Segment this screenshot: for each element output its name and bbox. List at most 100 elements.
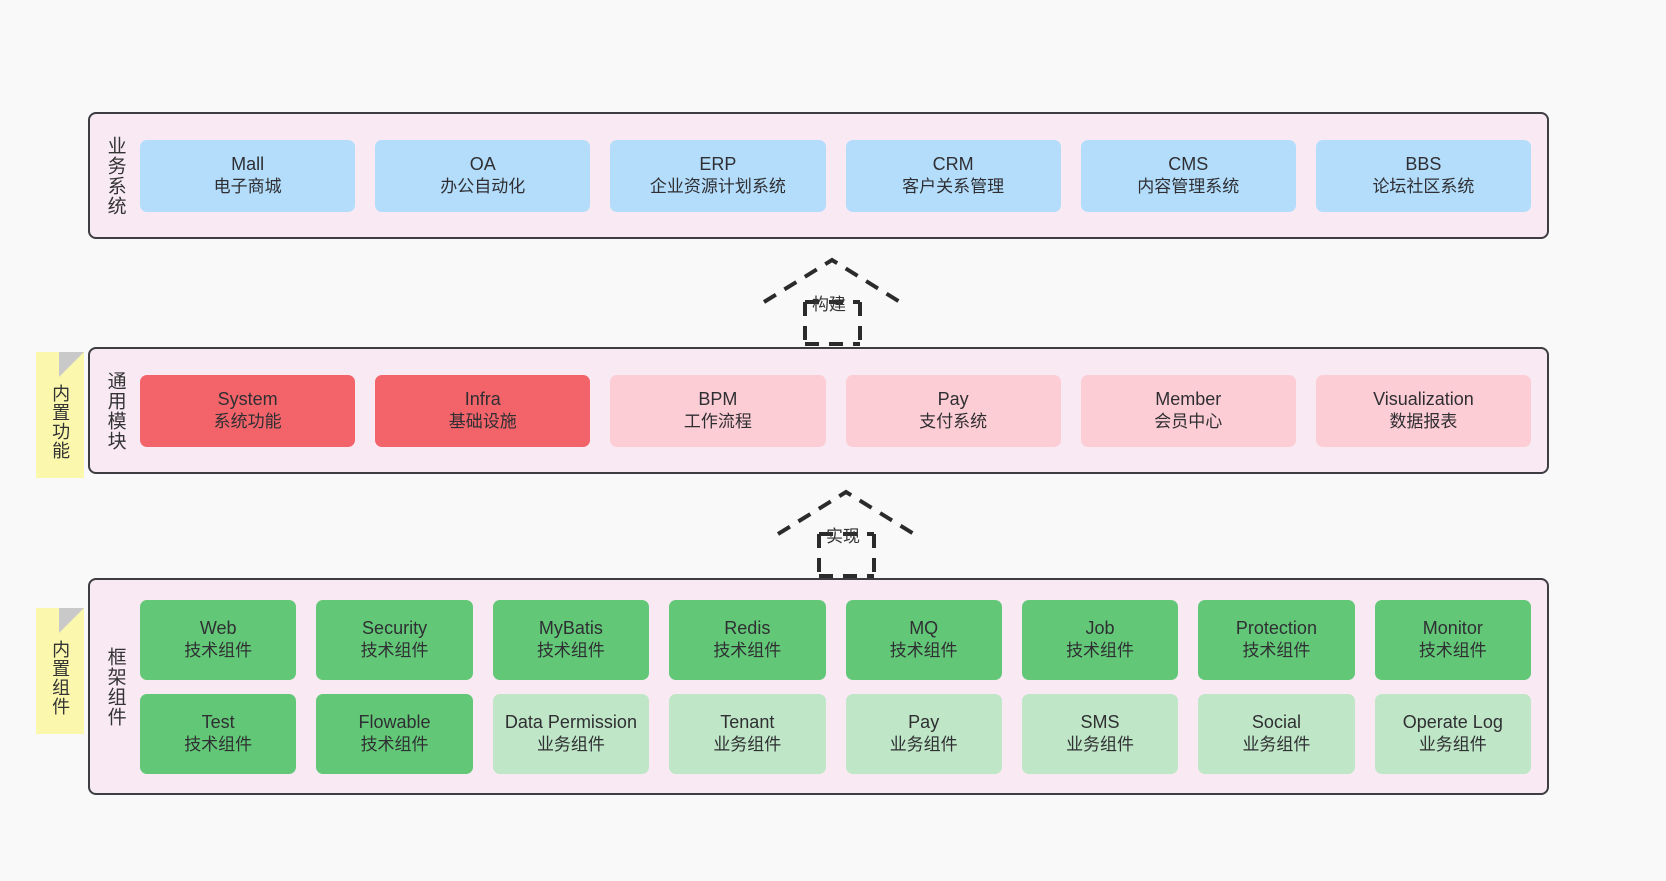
node-subtitle: 电子商城 — [213, 177, 282, 197]
node-tenant[interactable]: Tenant 业务组件 — [669, 693, 826, 774]
node-title: Flowable — [358, 712, 431, 733]
node-subtitle: 会员中心 — [1154, 412, 1223, 432]
node-title: BBS — [1405, 154, 1442, 175]
node-redis[interactable]: Redis 技术组件 — [669, 599, 826, 680]
node-pay-component[interactable]: Pay 业务组件 — [845, 693, 1002, 774]
node-subtitle: 业务组件 — [889, 735, 958, 755]
node-erp[interactable]: ERP 企业资源计划系统 — [610, 139, 826, 212]
node-mq[interactable]: MQ 技术组件 — [845, 599, 1002, 680]
node-visualization[interactable]: Visualization 数据报表 — [1315, 374, 1532, 447]
node-subtitle: 技术组件 — [360, 735, 429, 755]
node-system[interactable]: System 系统功能 — [140, 374, 356, 447]
connector-implement: 实现 — [766, 484, 926, 579]
node-subtitle: 技术组件 — [360, 641, 429, 661]
node-subtitle: 技术组件 — [889, 641, 958, 661]
node-subtitle: 支付系统 — [919, 412, 988, 432]
node-oa[interactable]: OA 办公自动化 — [375, 139, 591, 212]
connector-label-build: 构建 — [812, 295, 846, 314]
node-crm[interactable]: CRM 客户关系管理 — [845, 139, 1061, 212]
node-title: Member — [1155, 389, 1222, 410]
node-pay[interactable]: Pay 支付系统 — [845, 374, 1061, 447]
node-data-permission[interactable]: Data Permission 业务组件 — [492, 693, 650, 774]
layer-framework-components: 框架组件 Web 技术组件 Security 技术组件 MyBatis 技术组件… — [88, 578, 1549, 795]
node-title: Operate Log — [1402, 712, 1503, 733]
connector-label-implement: 实现 — [826, 527, 860, 546]
node-operate-log[interactable]: Operate Log 业务组件 — [1374, 693, 1531, 774]
node-job[interactable]: Job 技术组件 — [1021, 599, 1179, 680]
layer-title-common: 通用模块 — [104, 370, 126, 451]
node-title: CRM — [932, 154, 974, 175]
layer-body-framework: Web 技术组件 Security 技术组件 MyBatis 技术组件 Redi… — [132, 580, 1547, 793]
node-title: System — [217, 389, 278, 410]
layer-common-modules: 通用模块 System 系统功能 Infra 基础设施 BPM 工作流程 Pay… — [88, 347, 1549, 474]
sticky-note-builtin-components: 内置组件 — [36, 608, 84, 734]
node-cms[interactable]: CMS 内容管理系统 — [1080, 139, 1296, 212]
connector-build: 构建 — [752, 252, 912, 347]
node-title: Tenant — [720, 712, 775, 733]
node-member[interactable]: Member 会员中心 — [1080, 374, 1296, 447]
node-title: Redis — [724, 618, 771, 639]
node-subtitle: 业务组件 — [713, 735, 782, 755]
node-subtitle: 企业资源计划系统 — [649, 177, 786, 197]
node-mybatis[interactable]: MyBatis 技术组件 — [492, 599, 650, 680]
node-subtitle: 技术组件 — [1418, 641, 1487, 661]
generalization-arrow-icon — [762, 257, 902, 346]
node-title: MyBatis — [538, 618, 603, 639]
node-bpm[interactable]: BPM 工作流程 — [610, 374, 826, 447]
layer-title-framework: 框架组件 — [104, 646, 126, 727]
node-web[interactable]: Web 技术组件 — [140, 599, 297, 680]
node-subtitle: 办公自动化 — [440, 177, 526, 197]
node-subtitle: 基础设施 — [448, 412, 517, 432]
node-subtitle: 客户关系管理 — [902, 177, 1005, 197]
node-test[interactable]: Test 技术组件 — [140, 693, 297, 774]
node-row: Web 技术组件 Security 技术组件 MyBatis 技术组件 Redi… — [140, 599, 1531, 680]
node-subtitle: 技术组件 — [1242, 641, 1311, 661]
node-subtitle: 数据报表 — [1389, 412, 1458, 432]
node-title: Monitor — [1422, 618, 1483, 639]
node-subtitle: 业务组件 — [536, 735, 605, 755]
node-title: Mall — [231, 154, 265, 175]
node-row: System 系统功能 Infra 基础设施 BPM 工作流程 Pay 支付系统… — [140, 374, 1532, 447]
node-security[interactable]: Security 技术组件 — [316, 599, 473, 680]
node-subtitle: 技术组件 — [1066, 641, 1135, 661]
node-row: Test 技术组件 Flowable 技术组件 Data Permission … — [140, 693, 1531, 774]
node-subtitle: 技术组件 — [184, 735, 253, 755]
node-subtitle: 系统功能 — [213, 412, 282, 432]
node-sms[interactable]: SMS 业务组件 — [1021, 693, 1179, 774]
node-subtitle: 技术组件 — [184, 641, 253, 661]
node-row: Mall 电子商城 OA 办公自动化 ERP 企业资源计划系统 CRM 客户关系… — [140, 139, 1532, 212]
layer-body-common: System 系统功能 Infra 基础设施 BPM 工作流程 Pay 支付系统… — [132, 349, 1547, 472]
node-title: CMS — [1168, 154, 1209, 175]
node-subtitle: 论坛社区系统 — [1372, 177, 1475, 197]
node-title: Data Permission — [504, 712, 637, 733]
node-title: Social — [1251, 712, 1301, 733]
layer-title-business: 业务系统 — [104, 135, 126, 216]
node-subtitle: 内容管理系统 — [1137, 177, 1240, 197]
node-infra[interactable]: Infra 基础设施 — [375, 374, 591, 447]
node-subtitle: 业务组件 — [1242, 735, 1311, 755]
node-subtitle: 技术组件 — [713, 641, 782, 661]
node-title: Infra — [464, 389, 501, 410]
node-title: SMS — [1080, 712, 1120, 733]
node-protection[interactable]: Protection 技术组件 — [1198, 599, 1355, 680]
node-subtitle: 技术组件 — [536, 641, 605, 661]
node-mall[interactable]: Mall 电子商城 — [140, 139, 356, 212]
node-social[interactable]: Social 业务组件 — [1198, 693, 1355, 774]
node-title: Pay — [908, 712, 940, 733]
node-title: Test — [201, 712, 235, 733]
sticky-note-label: 内置组件 — [50, 640, 71, 716]
node-title: Protection — [1235, 618, 1317, 639]
sticky-note-builtin-functions: 内置功能 — [36, 352, 84, 478]
node-title: Visualization — [1373, 389, 1474, 410]
node-monitor[interactable]: Monitor 技术组件 — [1374, 599, 1531, 680]
node-title: Web — [199, 618, 237, 639]
node-bbs[interactable]: BBS 论坛社区系统 — [1315, 139, 1532, 212]
node-title: OA — [469, 154, 496, 175]
node-subtitle: 工作流程 — [683, 412, 752, 432]
sticky-note-label: 内置功能 — [50, 384, 71, 460]
node-title: MQ — [909, 618, 939, 639]
node-flowable[interactable]: Flowable 技术组件 — [316, 693, 473, 774]
layer-business-systems: 业务系统 Mall 电子商城 OA 办公自动化 ERP 企业资源计划系统 CRM… — [88, 112, 1549, 239]
node-title: Security — [362, 618, 428, 639]
